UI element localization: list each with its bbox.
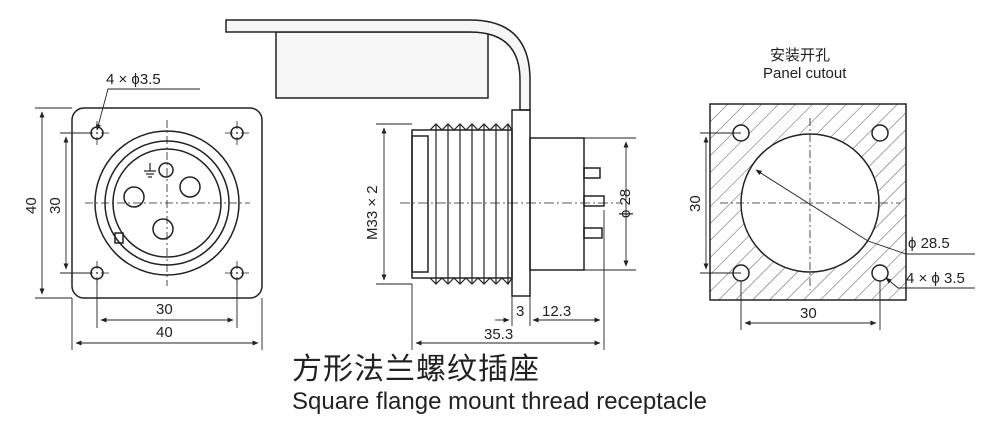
- front-dim-height-inner: 30: [47, 197, 64, 214]
- thread-front-lip: [411, 135, 429, 273]
- front-key-notch: [114, 232, 124, 244]
- side-view: [225, 19, 636, 350]
- caption-english: Square flange mount thread receptacle: [292, 388, 707, 415]
- cutout-holes-note: 4 × ϕ 3.5: [906, 270, 965, 287]
- front-flange-outline: [71, 107, 263, 299]
- front-contact-2: [179, 176, 201, 198]
- front-dim-width-outer: 40: [156, 324, 173, 341]
- cutout-dim-width: 30: [800, 305, 817, 322]
- front-dim-height-outer: 40: [23, 197, 40, 214]
- cutout-view: [700, 103, 975, 330]
- rear-solder-pins: [583, 167, 605, 239]
- dust-cap: [275, 31, 489, 99]
- side-dim-flange: 3: [516, 303, 524, 320]
- ground-symbol-icon: [144, 163, 156, 178]
- cutout-title-cn: 安装开孔: [770, 46, 830, 64]
- cutout-dim-height: 30: [687, 195, 704, 212]
- rear-body: [529, 137, 585, 271]
- front-holes-note: 4 × ϕ3.5: [106, 71, 161, 88]
- cutout-dim-diameter: ϕ 28.5: [908, 235, 950, 252]
- front-dim-width-inner: 30: [156, 301, 173, 318]
- cutout-mount-hole: [871, 124, 889, 142]
- thread-teeth: [429, 123, 513, 285]
- thread-label: M33 × 2: [364, 185, 381, 240]
- caption-chinese: 方形法兰螺纹插座: [292, 352, 540, 387]
- cutout-title-en: Panel cutout: [763, 65, 847, 82]
- side-dim-rear: 12.3: [542, 303, 571, 320]
- front-contact-1: [123, 186, 145, 208]
- side-dim-total: 35.3: [484, 326, 513, 343]
- side-dim-diameter: ϕ 28: [617, 189, 634, 218]
- cutout-mount-hole: [871, 264, 889, 282]
- front-view: [35, 88, 263, 350]
- thread-body: [411, 129, 513, 279]
- front-contact-3: [152, 218, 174, 240]
- front-ground-contact: [158, 162, 174, 178]
